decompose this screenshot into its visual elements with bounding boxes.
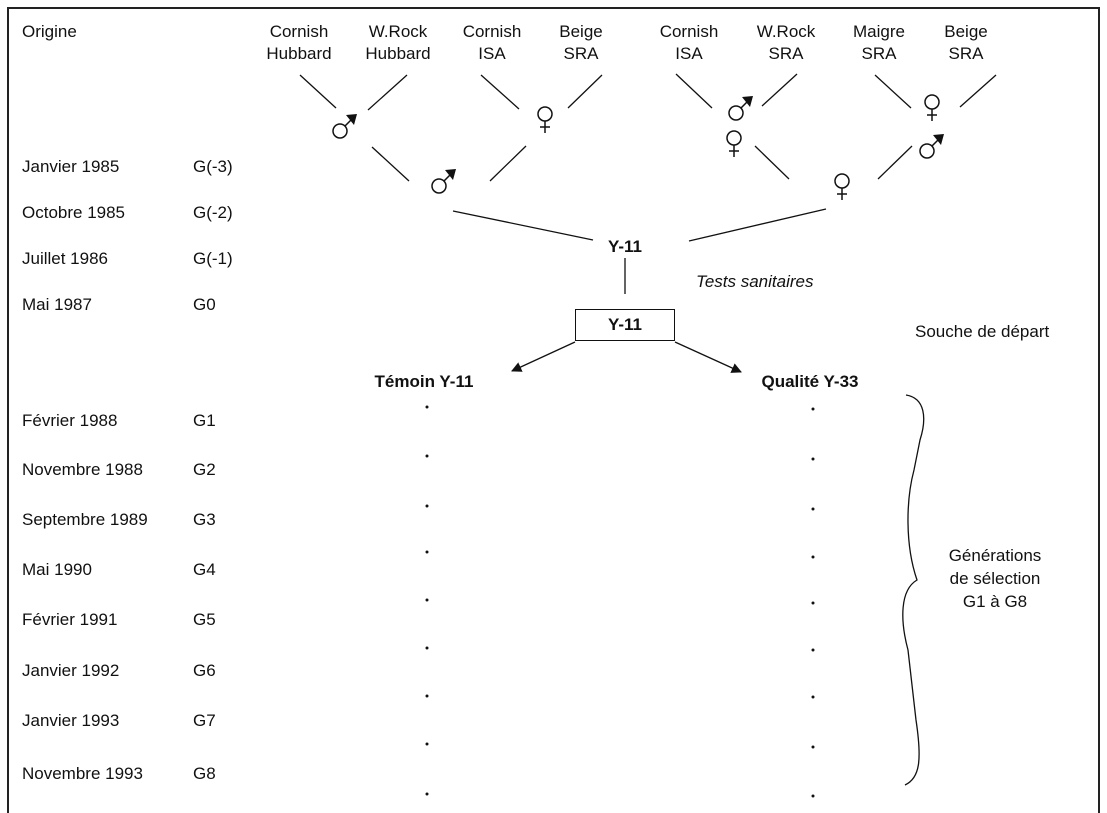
gen-dot xyxy=(425,646,429,650)
parent-8-line1: Beige xyxy=(944,22,988,41)
generations-line3: G1 à G8 xyxy=(962,592,1028,611)
brace xyxy=(902,394,925,786)
cross-line xyxy=(959,74,997,108)
timeline-date: Mai 1987 xyxy=(22,295,92,314)
cross-line xyxy=(567,74,603,109)
cross-line xyxy=(754,145,790,180)
cross-line xyxy=(761,73,798,107)
timeline-gen: G0 xyxy=(193,295,216,314)
timeline-date: Février 1988 xyxy=(22,411,118,430)
timeline-date: Septembre 1989 xyxy=(22,510,148,529)
timeline-gen: G(-3) xyxy=(193,157,233,176)
timeline-gen: G3 xyxy=(193,510,216,529)
gen-dot xyxy=(811,794,815,798)
souche-label: Souche de départ xyxy=(915,322,1050,341)
branch-right-label: Qualité Y-33 xyxy=(761,372,859,391)
tests-label: Tests sanitaires xyxy=(696,272,814,291)
female-symbol xyxy=(834,173,850,201)
timeline-date: Mai 1990 xyxy=(22,560,92,579)
timeline-date: Février 1991 xyxy=(22,610,118,629)
parent-3-line2: ISA xyxy=(478,44,506,63)
founder-box-label: Y-11 xyxy=(607,315,643,334)
female-symbol xyxy=(537,106,553,134)
origin-label: Origine xyxy=(22,22,77,41)
parent-5-line1: Cornish xyxy=(659,22,719,41)
gen-dot xyxy=(811,555,815,559)
timeline-gen: G7 xyxy=(193,711,216,730)
cross-label: Y-11 xyxy=(607,237,643,256)
arrow-right xyxy=(674,341,742,373)
male-symbol xyxy=(332,113,358,139)
gen-dot xyxy=(811,695,815,699)
cross-line xyxy=(877,145,913,180)
founder-box xyxy=(575,309,675,341)
timeline-date: Novembre 1993 xyxy=(22,764,143,783)
gen-dot xyxy=(811,601,815,605)
gen-dot xyxy=(811,507,815,511)
male-symbol xyxy=(728,95,754,121)
timeline-gen: G8 xyxy=(193,764,216,783)
male-symbol xyxy=(431,168,457,194)
cross-line xyxy=(367,74,408,111)
timeline-date: Octobre 1985 xyxy=(22,203,126,222)
diagram-frame xyxy=(7,7,1100,813)
gen-dot xyxy=(425,742,429,746)
gen-dot xyxy=(811,457,815,461)
parent-8-line2: SRA xyxy=(948,44,984,63)
parent-2-line2: Hubbard xyxy=(365,44,431,63)
cross-line xyxy=(688,208,827,242)
parent-4-line2: SRA xyxy=(563,44,599,63)
cross-line xyxy=(299,74,337,109)
parent-6-line1: W.Rock xyxy=(756,22,816,41)
cross-line xyxy=(675,73,713,109)
timeline-gen: G(-2) xyxy=(193,203,233,222)
cross-line xyxy=(452,210,594,241)
timeline-gen: G2 xyxy=(193,460,216,479)
parent-1-line2: Hubbard xyxy=(266,44,332,63)
male-symbol xyxy=(919,133,945,159)
gen-dot xyxy=(425,792,429,796)
timeline-date: Novembre 1988 xyxy=(22,460,143,479)
timeline-gen: G1 xyxy=(193,411,216,430)
cross-line xyxy=(480,74,520,110)
timeline-date: Janvier 1993 xyxy=(22,711,120,730)
arrow-left xyxy=(511,341,576,372)
timeline-gen: G(-1) xyxy=(193,249,233,268)
gen-dot xyxy=(425,405,429,409)
timeline-gen: G4 xyxy=(193,560,216,579)
parent-2-line1: W.Rock xyxy=(368,22,428,41)
generations-line2: de sélection xyxy=(949,569,1041,588)
gen-dot xyxy=(425,694,429,698)
generations-line1: Générations xyxy=(948,546,1042,565)
cross-line xyxy=(489,145,527,182)
timeline-gen: G6 xyxy=(193,661,216,680)
timeline-date: Janvier 1992 xyxy=(22,661,120,680)
parent-3-line1: Cornish xyxy=(462,22,522,41)
female-symbol xyxy=(924,94,940,122)
female-symbol xyxy=(726,130,742,158)
timeline-date: Janvier 1985 xyxy=(22,157,120,176)
parent-7-line2: SRA xyxy=(861,44,897,63)
branch-left-label: Témoin Y-11 xyxy=(374,372,474,391)
gen-dot xyxy=(425,550,429,554)
gen-dot xyxy=(811,648,815,652)
gen-dot xyxy=(811,407,815,411)
parent-5-line2: ISA xyxy=(675,44,703,63)
parent-7-line1: Maigre xyxy=(853,22,905,41)
cross-line xyxy=(371,146,410,182)
gen-dot xyxy=(811,745,815,749)
parent-6-line2: SRA xyxy=(768,44,804,63)
parent-4-line1: Beige xyxy=(559,22,603,41)
gen-dot xyxy=(425,454,429,458)
parent-1-line1: Cornish xyxy=(269,22,329,41)
gen-dot xyxy=(425,598,429,602)
gen-dot xyxy=(425,504,429,508)
timeline-date: Juillet 1986 xyxy=(22,249,109,268)
cross-line xyxy=(874,74,912,109)
timeline-gen: G5 xyxy=(193,610,216,629)
